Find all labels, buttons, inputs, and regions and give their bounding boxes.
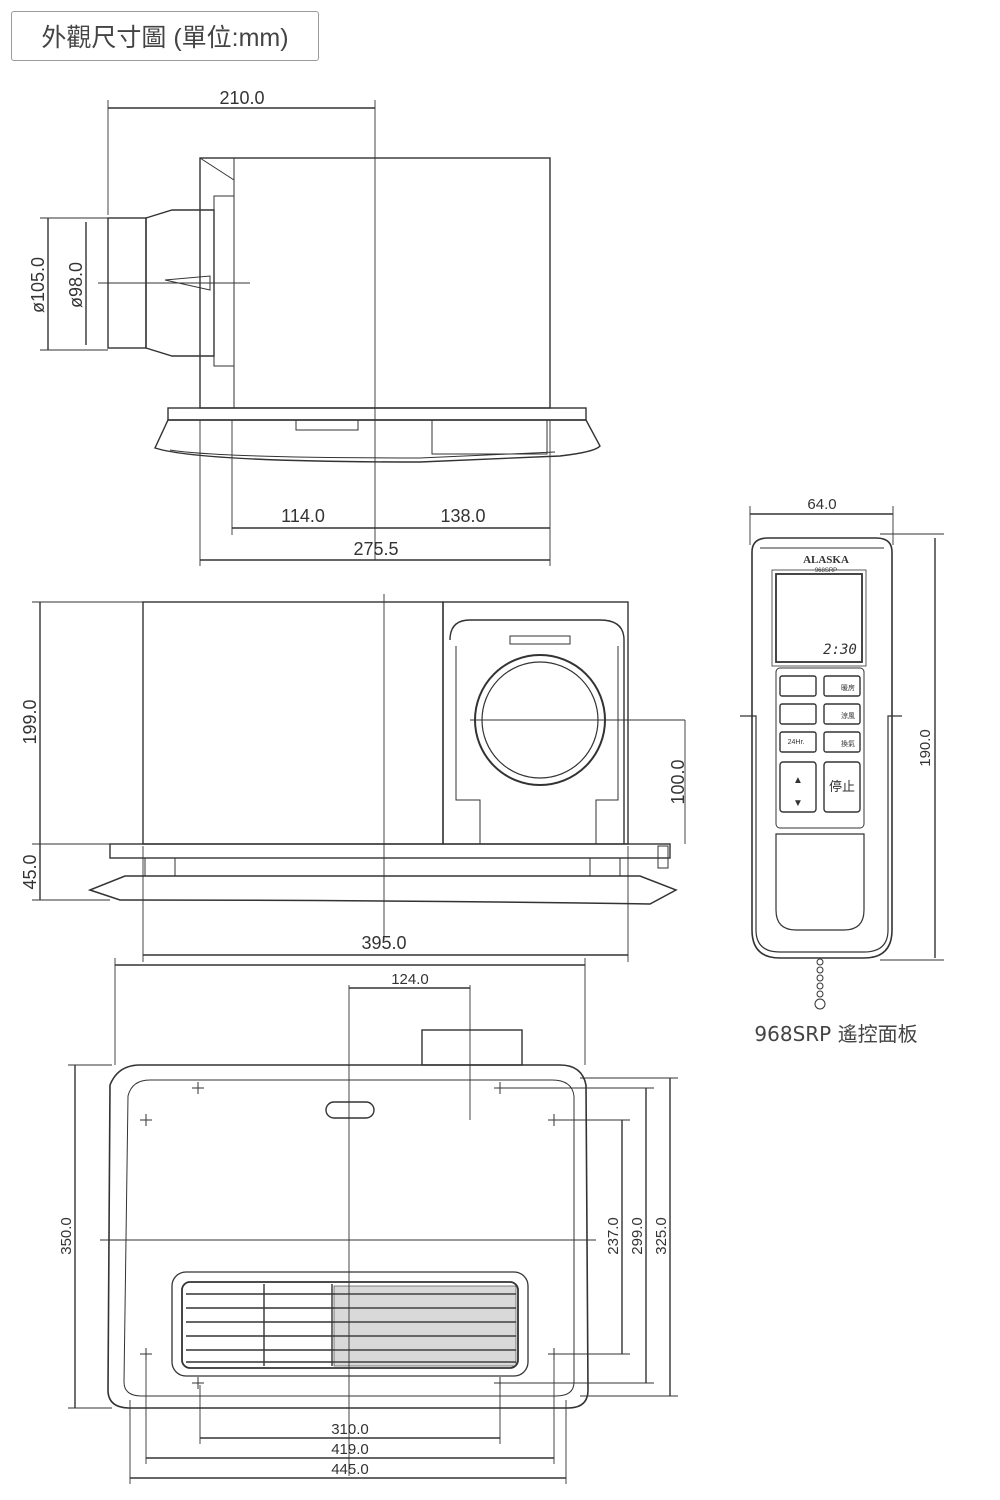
dim-top-width: 210.0 [219, 88, 264, 108]
dim-side-total: 275.5 [353, 539, 398, 559]
remote-warm: 暖房 [841, 683, 855, 692]
remote-display-time: 2:30 [823, 642, 857, 658]
remote-drawing [740, 506, 944, 1010]
side-view [40, 100, 601, 566]
dim-bottom-w3: 445.0 [331, 1461, 369, 1478]
dim-bottom-depth: 350.0 [58, 1217, 75, 1255]
dim-outer-diameter: ø105.0 [28, 257, 48, 313]
dim-side-a: 114.0 [281, 506, 325, 526]
remote-cool: 涼風 [841, 711, 855, 720]
front-view [32, 594, 686, 962]
dim-front-height: 199.0 [20, 699, 40, 744]
bottom-view [68, 958, 678, 1484]
dim-duct-offset: 124.0 [391, 971, 429, 988]
remote-24hr: 24Hr. [788, 739, 805, 746]
up-arrow-icon: ▲ [793, 775, 803, 786]
dim-remote-width: 64.0 [807, 496, 836, 513]
remote-stop: 停止 [829, 779, 855, 795]
down-arrow-icon: ▼ [793, 798, 803, 809]
dim-bottom-d2: 299.0 [629, 1217, 646, 1255]
dim-remote-height: 190.0 [917, 729, 934, 767]
page-title: 外觀尺寸圖 (單位:mm) [11, 11, 319, 61]
remote-caption: 968SRP 遙控面板 [754, 1022, 917, 1046]
dim-bottom-w1: 310.0 [331, 1421, 369, 1438]
dim-bottom-d3: 325.0 [653, 1217, 670, 1255]
remote-model: 968SRP [815, 568, 837, 574]
dim-bottom-w2: 419.0 [331, 1441, 369, 1458]
dim-inner-diameter: ø98.0 [66, 262, 86, 308]
remote-vent: 換氣 [841, 739, 855, 748]
dim-duct-height: 100.0 [668, 759, 688, 804]
dim-side-b: 138.0 [440, 506, 485, 526]
dim-bottom-d1: 237.0 [605, 1217, 622, 1255]
dim-front-width: 395.0 [361, 933, 406, 953]
remote-brand: ALASKA [803, 554, 849, 566]
dim-front-bezel: 45.0 [20, 854, 40, 889]
